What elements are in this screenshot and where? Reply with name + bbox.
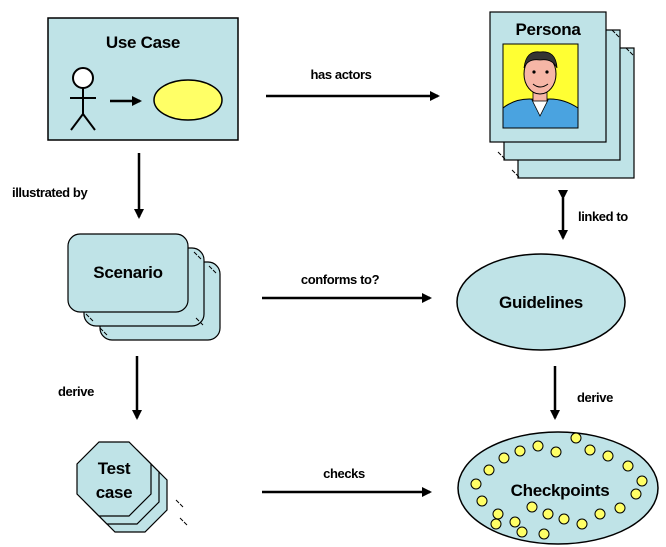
- persona-portrait-icon: [502, 43, 579, 129]
- checkpoint-dot: [492, 508, 504, 520]
- checkpoint-dot: [614, 502, 626, 514]
- edge-linked-to: linked to: [558, 190, 629, 240]
- checkpoint-dot: [594, 508, 606, 520]
- guidelines-node: Guidelines: [456, 253, 626, 351]
- test-case-corner-marks: [175, 499, 188, 526]
- checkpoint-dot: [558, 513, 570, 525]
- checkpoint-dot: [514, 445, 526, 457]
- scenario-corner-marks: [85, 251, 217, 336]
- checkpoint-dots: [470, 432, 648, 540]
- checkpoint-dot: [576, 518, 588, 530]
- checkpoint-dot: [570, 432, 582, 444]
- edge-label-has-actors: has actors: [310, 67, 371, 82]
- edge-label-linked-to: linked to: [578, 209, 628, 224]
- use-case-ellipse-icon: [153, 79, 223, 121]
- checkpoint-dot: [526, 501, 538, 513]
- persona-title: Persona: [516, 20, 582, 39]
- use-case-node: Use Case: [47, 17, 239, 141]
- checkpoint-dot: [538, 528, 550, 540]
- checkpoint-dot: [490, 518, 502, 530]
- edge-derive-left: derive: [58, 356, 142, 420]
- checkpoint-dot: [532, 440, 544, 452]
- checkpoint-dot: [550, 446, 562, 458]
- persona-node: Persona: [489, 11, 635, 179]
- checkpoint-dot: [636, 475, 648, 487]
- edge-illustrated-by: illustrated by: [12, 153, 144, 219]
- edge-label-illustrated-by: illustrated by: [12, 185, 88, 200]
- checkpoint-dot: [622, 460, 634, 472]
- checkpoint-dot: [584, 444, 596, 456]
- edge-has-actors: has actors: [266, 67, 440, 101]
- checkpoints-node: Checkpoints: [457, 431, 659, 545]
- test-case-node: Test case: [76, 441, 188, 533]
- checkpoint-dot: [498, 452, 510, 464]
- scenario-title: Scenario: [93, 263, 162, 282]
- edge-label-conforms-to: conforms to?: [301, 272, 380, 287]
- checkpoint-dot: [602, 450, 614, 462]
- checkpoint-dot: [542, 508, 554, 520]
- guidelines-title: Guidelines: [499, 293, 583, 312]
- edge-label-derive-right: derive: [577, 390, 613, 405]
- edge-checks: checks: [262, 466, 432, 497]
- checkpoint-dot: [630, 488, 642, 500]
- edge-label-checks: checks: [323, 466, 365, 481]
- test-case-title-line2: case: [96, 483, 133, 502]
- persona-corner-marks: [497, 29, 634, 178]
- edge-conforms-to: conforms to?: [262, 272, 432, 303]
- checkpoint-dot: [516, 526, 528, 538]
- checkpoint-dot: [509, 516, 521, 528]
- edge-label-derive-left: derive: [58, 384, 94, 399]
- checkpoints-title: Checkpoints: [511, 481, 610, 500]
- test-case-title-line1: Test: [98, 459, 131, 478]
- edge-derive-right: derive: [550, 366, 613, 420]
- checkpoint-dot: [470, 478, 482, 490]
- use-case-title: Use Case: [106, 33, 180, 52]
- scenario-node: Scenario: [67, 233, 221, 341]
- checkpoint-dot: [483, 464, 495, 476]
- checkpoint-dot: [476, 495, 488, 507]
- stick-figure-icon: [70, 67, 96, 131]
